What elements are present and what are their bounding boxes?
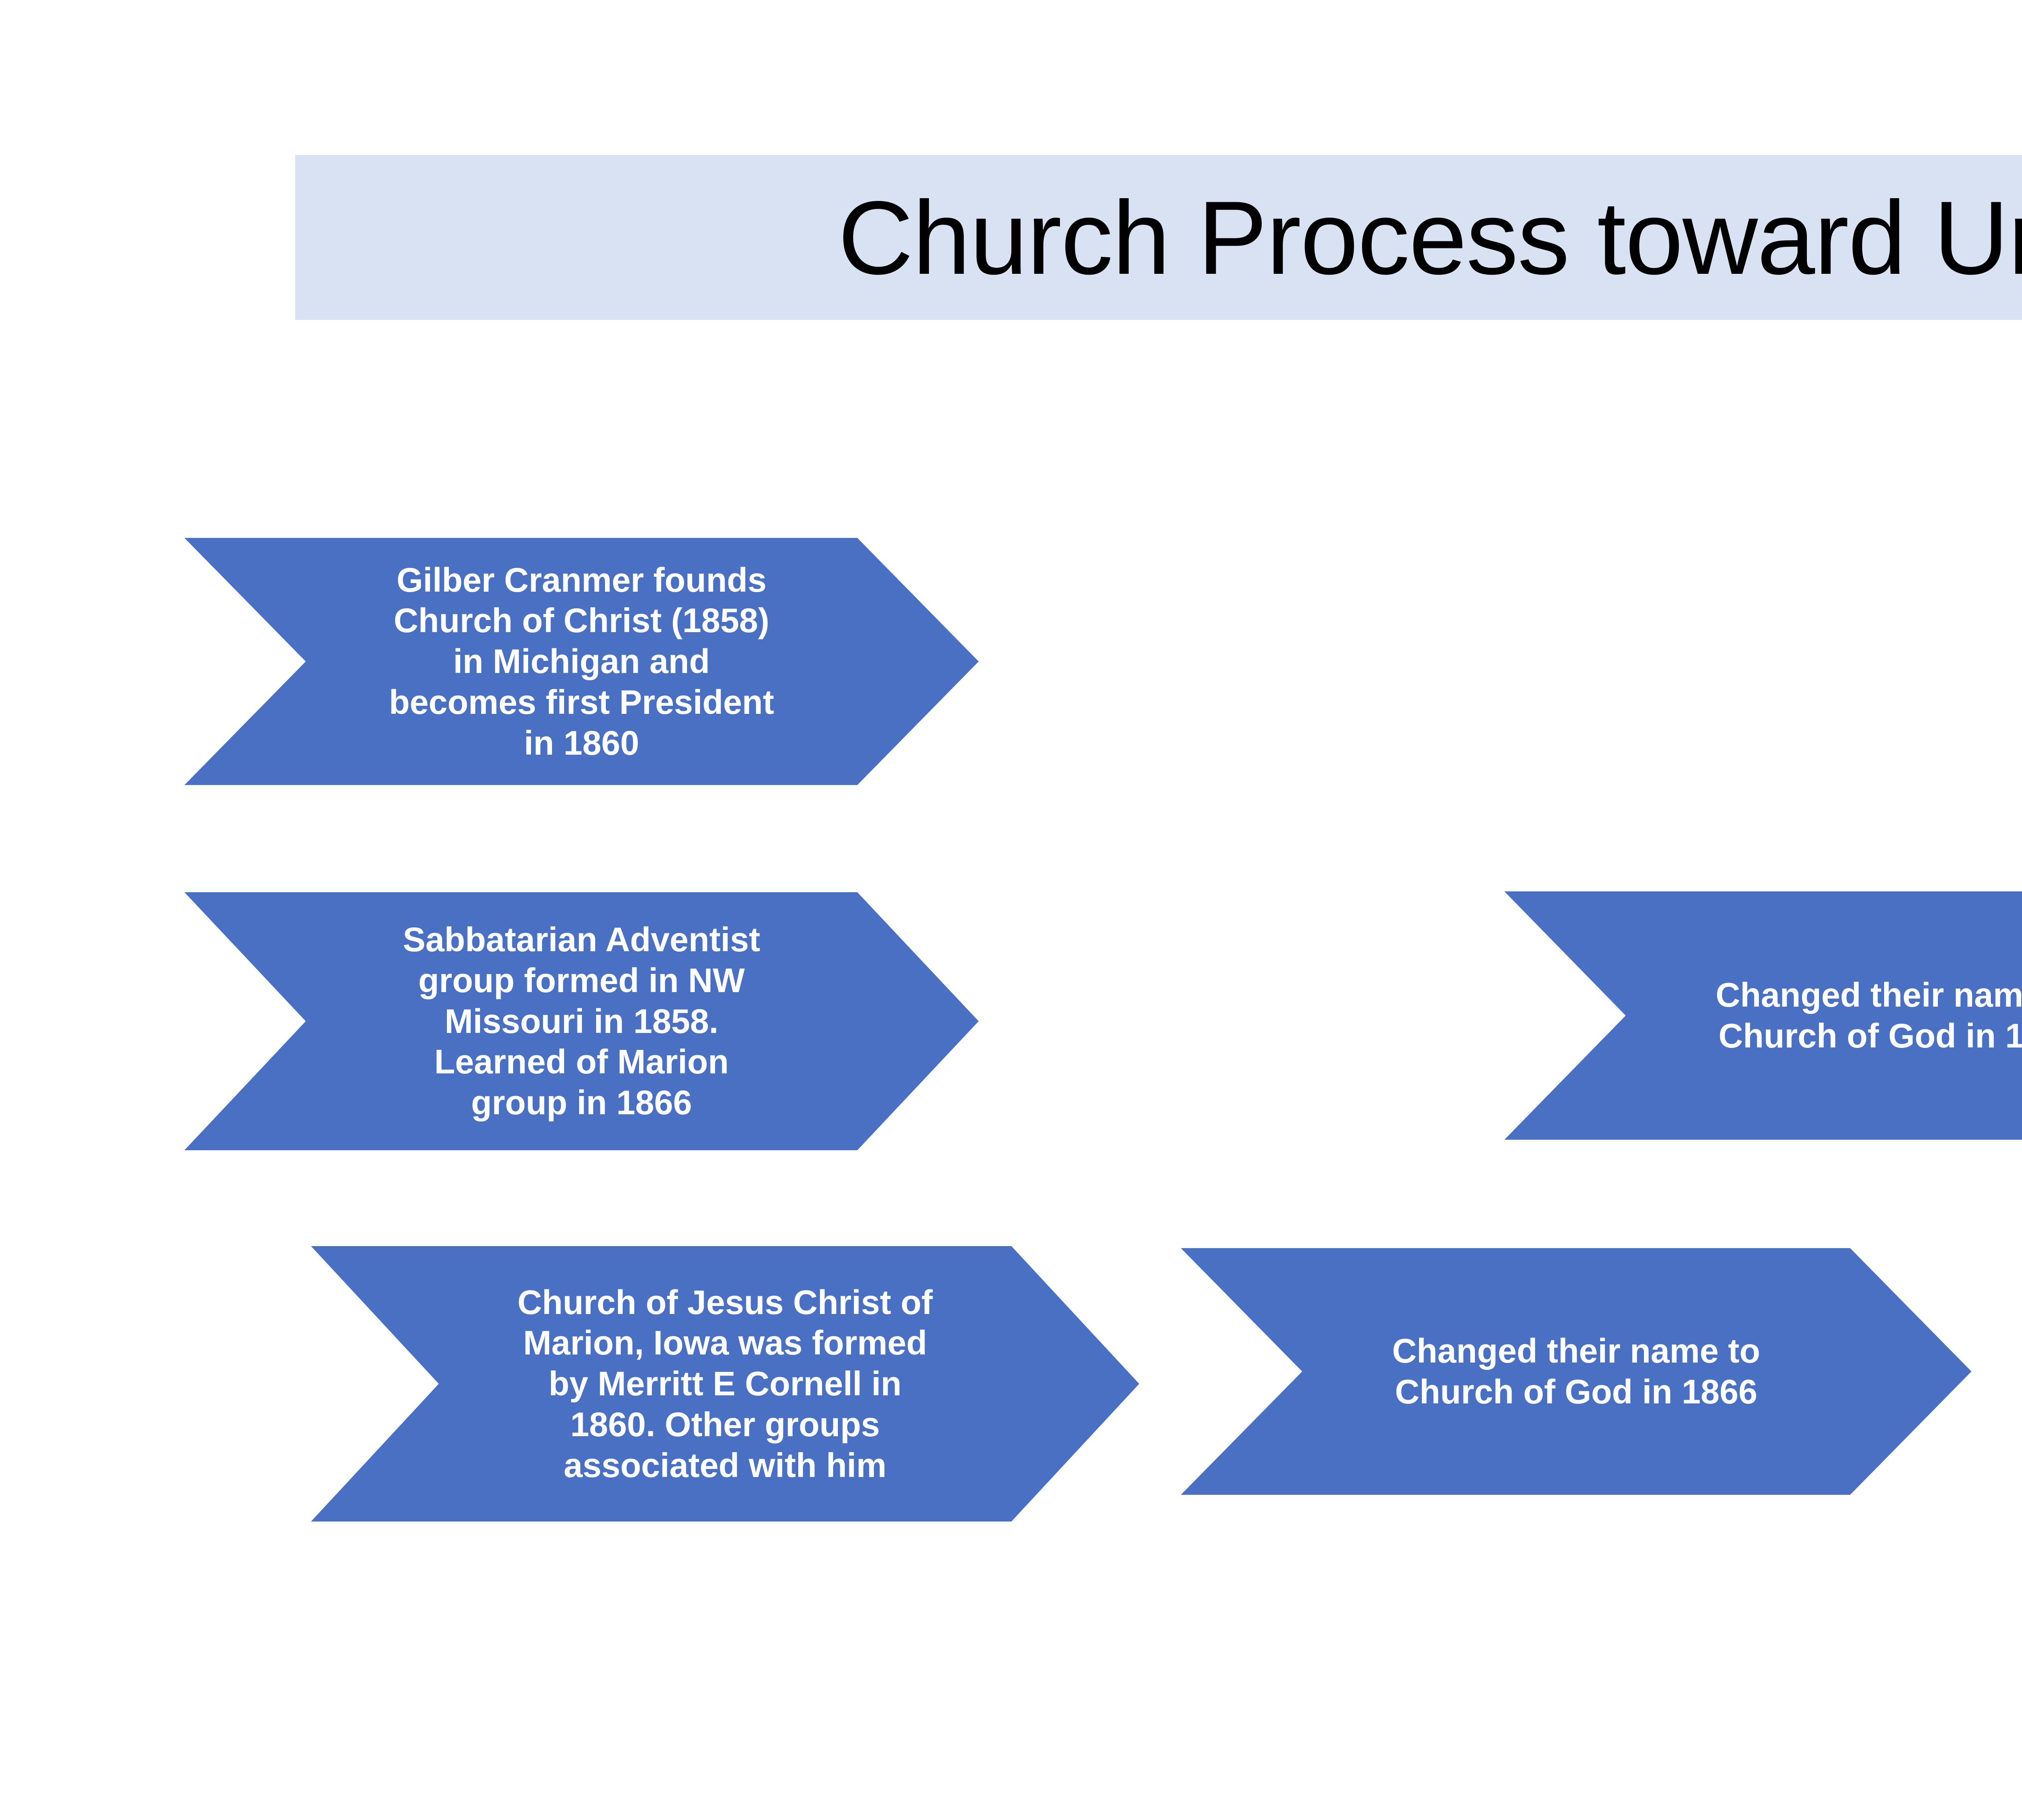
page-title: Church Process toward Unification xyxy=(838,179,2022,296)
arrow-label: Changed their name to Church of God in 1… xyxy=(1715,976,2022,1055)
arrow-renamed-1866: Changed their name to Church of God in 1… xyxy=(1181,1248,1971,1495)
arrow-gilbert-cranmer: Gilber Cranmer founds Church of Christ (… xyxy=(184,538,979,785)
arrow-sabbatarian-adventist: Sabbatarian Adventist group formed in NW… xyxy=(184,892,979,1150)
arrow-label: Changed their name to Church of God in 1… xyxy=(1392,1332,1760,1411)
arrow-label: Gilber Cranmer founds Church of Christ (… xyxy=(389,561,774,762)
arrow-renamed-1874: Changed their name to Church of God in 1… xyxy=(1504,891,2022,1140)
title-banner: Church Process toward Unification xyxy=(295,155,2022,320)
arrow-label: Church of Jesus Christ of Marion, Iowa w… xyxy=(517,1283,933,1484)
arrow-label: Sabbatarian Adventist group formed in NW… xyxy=(403,921,760,1122)
arrow-marion-iowa: Church of Jesus Christ of Marion, Iowa w… xyxy=(311,1246,1139,1522)
